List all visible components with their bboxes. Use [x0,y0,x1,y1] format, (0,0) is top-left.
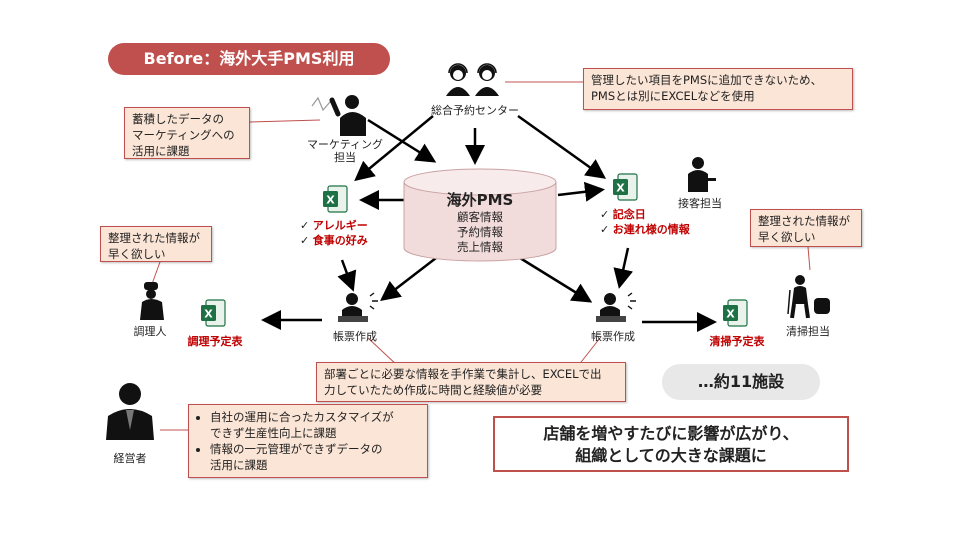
pointer-marketing [249,119,321,123]
check-item-allergy: ✓ アレルギー [300,219,368,232]
excel-icon-left: X [323,185,348,213]
marketing-person-icon [311,95,366,136]
pms-database-icon [403,168,557,262]
pointer-cook [151,261,161,285]
pointer-report-left [367,337,399,367]
executive-issue-customize: 自社の運用に合ったカスタマイズが できず生産性向上に課題 [210,409,420,441]
arrow-right-excel-to-report [613,247,634,289]
check-item-food-preference: ✓ 食事の好み [300,234,368,247]
svg-text:X: X [204,308,213,321]
pms-title: 海外PMS [446,191,514,209]
callout-marketing: 蓄積したデータの マーケティングへの 活用に課題 [124,107,250,159]
callout-cook: 整理された情報が 早く欲しい [100,226,212,262]
arrow-pms-to-report-left [380,257,437,302]
svg-text:X: X [616,182,625,195]
arrow-left-excel-to-report [337,259,357,292]
cook-person-icon [140,282,164,320]
callout-report: 部署ごとに必要な情報を手作業で集計し、EXCELで出 力していたため作成に時間と… [316,362,626,402]
right-check-list: ✓ 記念日 ✓ お連れ様の情報 [600,207,690,237]
front-desk-person-icon [688,157,716,192]
arrow-pms-to-right-excel [557,181,605,202]
callout-cleaning: 整理された情報が 早く欲しい [750,209,862,247]
callout-executive: 自社の運用に合ったカスタマイズが できず生産性向上に課題 情報の一元管理ができず… [188,404,428,478]
arrow-center-to-left-excel [354,115,434,182]
organization-issue-box: 店舗を増やすたびに影響が広がり、 組織としての大きな課題に [493,416,849,472]
arrow-pms-to-report-right [519,256,593,303]
cleaning-label: 清掃担当 [786,325,830,338]
front-desk-label: 接客担当 [678,197,722,210]
executive-label: 経営者 [113,452,147,465]
report-creator-right-icon [596,292,636,322]
cook-schedule-label: 調理予定表 [187,335,243,348]
executive-person-icon [106,383,154,440]
left-check-list: ✓ アレルギー ✓ 食事の好み [300,218,368,248]
arrow-center-to-right-excel [517,114,607,179]
marketing-label: マーケティング 担当 [306,138,384,164]
pms-line-sales: 売上情報 [457,240,503,254]
pointer-report-right [577,337,601,367]
page-title: Before：海外大手PMS利用 [108,43,390,75]
excel-icon-cook-schedule: X [201,299,226,327]
arrow-marketing-to-pms [367,118,437,163]
excel-icon-right: X [613,173,638,201]
reservation-center-icon [446,63,499,96]
facility-count-badge: …約11施設 [662,364,820,400]
pms-label: 海外PMS 顧客情報 予約情報 売上情報 [402,190,558,255]
svg-text:X: X [726,308,735,321]
report-left-label: 帳票作成 [333,330,377,343]
cleaning-schedule-label: 清掃予定表 [709,335,765,348]
excel-icon-cleaning-schedule: X [723,299,748,327]
cleaning-person-icon [787,275,830,318]
report-creator-left-icon [338,292,378,322]
pms-line-reservation: 予約情報 [457,225,503,239]
executive-issue-data: 情報の一元管理ができずデータの 活用に課題 [210,441,420,473]
reservation-center-label: 総合予約センター [431,104,519,117]
check-item-anniversary: ✓ 記念日 [600,208,646,221]
pms-line-customer: 顧客情報 [457,210,503,224]
cook-label: 調理人 [133,325,167,338]
check-item-companion-info: ✓ お連れ様の情報 [600,223,690,236]
callout-pms-limitation: 管理したい項目をPMSに追加できないため、 PMSとは別にEXCELなどを使用 [583,68,853,110]
report-right-label: 帳票作成 [591,330,635,343]
svg-text:X: X [326,194,335,207]
pointer-cleaning [807,246,811,271]
